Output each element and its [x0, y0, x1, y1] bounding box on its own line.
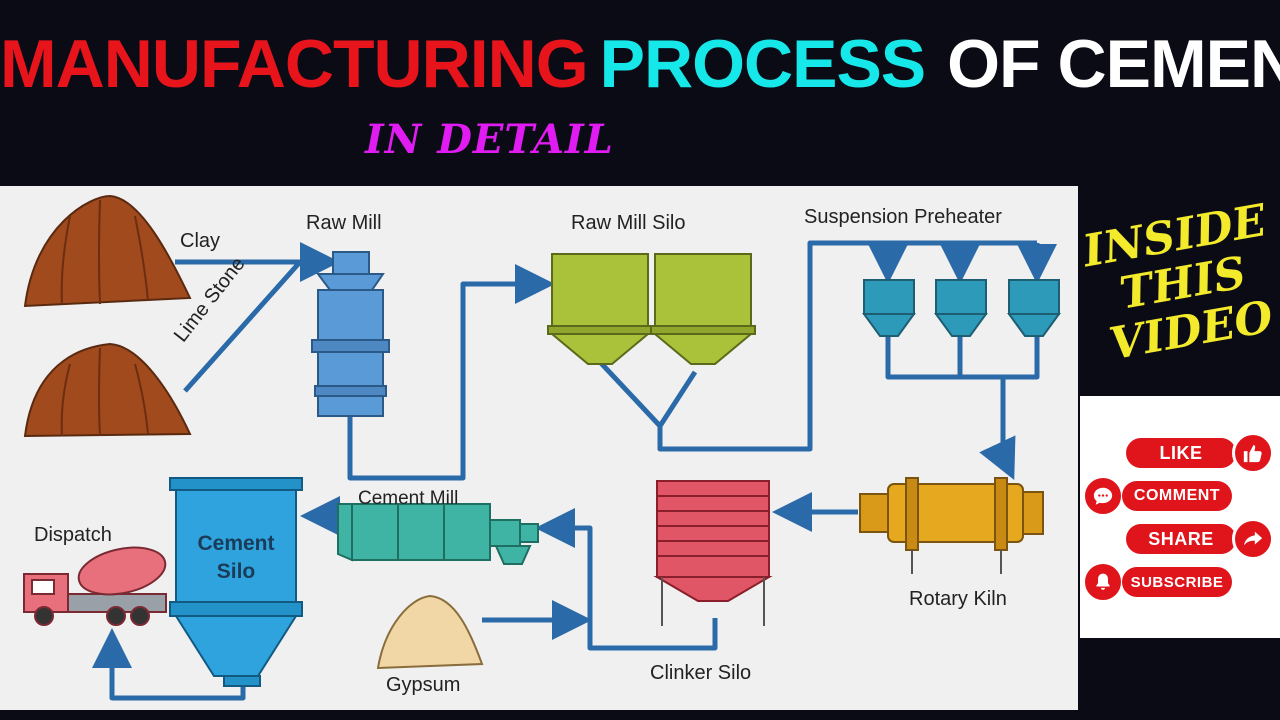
like-label: LIKE [1159, 442, 1203, 463]
title-process: PROCESS [599, 26, 927, 102]
title-manufacturing: MANUFACTURING [0, 26, 589, 102]
subscribe-button[interactable]: SUBSCRIBE [1122, 567, 1232, 597]
page-subtitle: IN DETAIL [365, 116, 614, 163]
thumbs-up-icon[interactable] [1232, 432, 1274, 474]
label-raw-mill: Raw Mill [306, 212, 382, 234]
dispatch-truck [23, 546, 167, 626]
share-button[interactable]: SHARE [1126, 524, 1236, 554]
social-panel: LIKE COMMENT SHARE SUBSCRIBE [1080, 396, 1280, 638]
label-dispatch: Dispatch [34, 524, 112, 546]
limestone-pile [23, 342, 192, 438]
label-clinker-silo: Clinker Silo [650, 662, 752, 684]
share-arrow-icon[interactable] [1232, 518, 1274, 560]
raw-mill-equipment [311, 251, 390, 417]
comment-button[interactable]: COMMENT [1122, 481, 1232, 511]
cement-silo-equipment [169, 477, 303, 687]
process-diagram-graphic [23, 194, 1061, 701]
comment-label: COMMENT [1133, 487, 1221, 504]
label-cement-silo-line2: Silo [216, 560, 256, 584]
flow-silo-merge [598, 360, 698, 429]
raw-mill-silos [547, 253, 756, 365]
flow-lines [92, 240, 1057, 701]
bell-icon[interactable] [1082, 561, 1124, 603]
preheater-cyclones [862, 279, 1061, 337]
flow-limestone [183, 260, 302, 393]
flow-clinker-to-mill [535, 508, 718, 651]
label-raw-mill-silo: Raw Mill Silo [571, 212, 686, 234]
label-clay: Clay [180, 230, 221, 252]
process-diagram: Clay Lime Stone Raw Mill Raw Mill Silo S… [0, 186, 1078, 710]
comment-icon[interactable] [1082, 475, 1124, 517]
label-suspension-preheater: Suspension Preheater [804, 206, 1002, 228]
flow-silo-to-dispatch [92, 628, 246, 701]
clay-pile [23, 194, 192, 308]
subscribe-label: SUBSCRIBE [1130, 573, 1224, 591]
label-cement-silo-line1: Cement [197, 532, 275, 555]
flow-to-kiln [979, 377, 1016, 481]
inside-this-video-promo: INSIDE THIS VIDEO [1077, 195, 1280, 372]
gypsum-pile [376, 594, 484, 670]
rotary-kiln-equipment [859, 477, 1044, 574]
label-rotary-kiln: Rotary Kiln [909, 588, 1007, 610]
flow-raw-mill-to-silo [347, 264, 555, 481]
like-button[interactable]: LIKE [1126, 438, 1236, 468]
title-of-cement: OF CEMENT [947, 26, 1280, 102]
share-label: SHARE [1148, 528, 1214, 549]
label-cement-mill: Cement Mill [358, 488, 459, 509]
label-gypsum: Gypsum [386, 674, 461, 696]
cement-mill-equipment [337, 503, 539, 565]
label-cement-silo: Cement Silo [176, 530, 296, 587]
clinker-silo-equipment [653, 480, 773, 626]
